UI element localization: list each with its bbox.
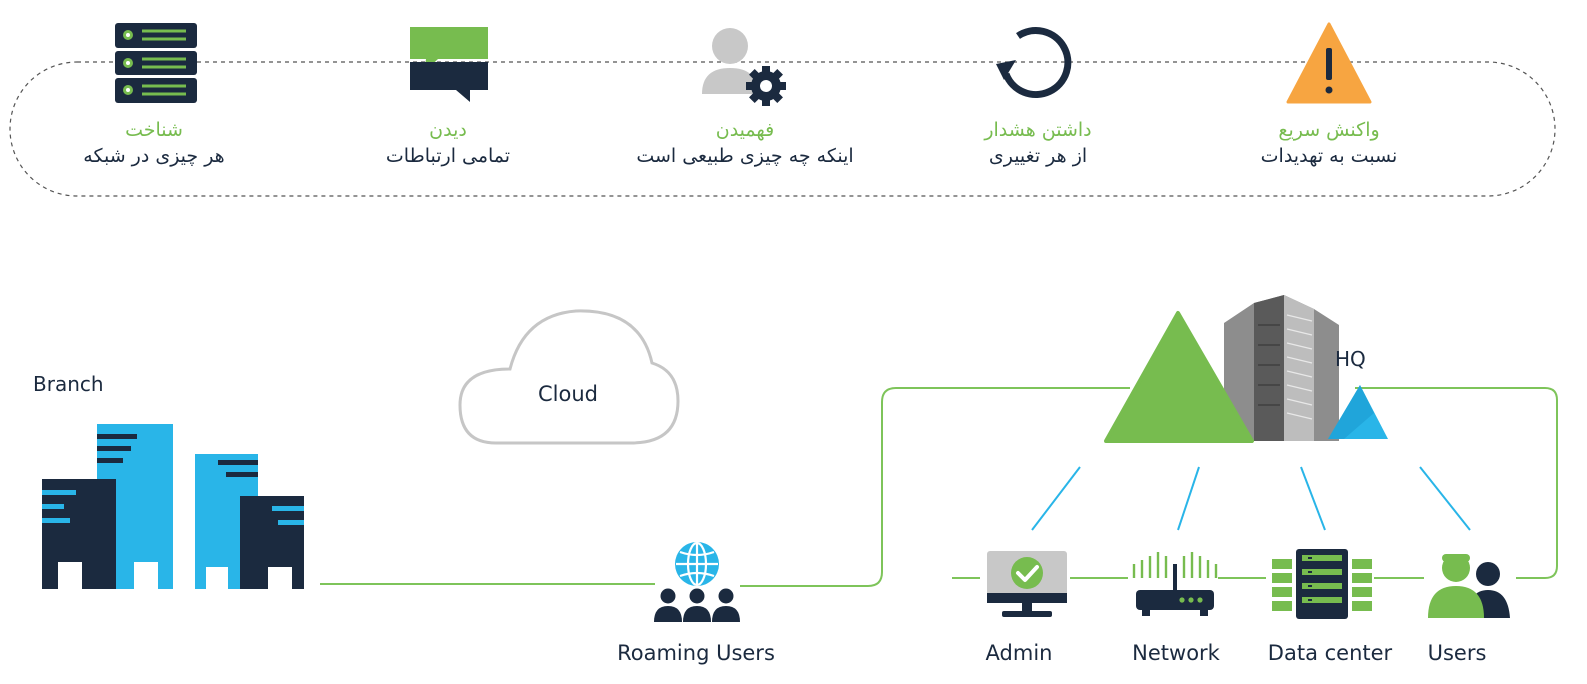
server-icon <box>115 23 197 103</box>
roaming-users-label: Roaming Users <box>617 641 775 665</box>
router-icon <box>1132 552 1218 616</box>
feature-title: داشتن هشدار <box>984 119 1092 141</box>
feature-subtitle: هر چیزی در شبکه <box>83 145 225 167</box>
feature-title: واکنش سریع <box>1278 119 1380 141</box>
cloud-icon <box>458 309 680 445</box>
users-icon <box>1428 554 1510 618</box>
globe-icon <box>675 541 719 587</box>
roaming-to-hq-line <box>740 387 1130 587</box>
hq-spokes <box>1031 466 1471 531</box>
feature-subtitle: نسبت به تهدیدات <box>1260 145 1398 167</box>
node-label: Network <box>1132 641 1220 665</box>
feature-item: داشتن هشدار از هر تغییری <box>918 118 1158 170</box>
feature-item: فهمیدن اینکه چه چیزی طبیعی است <box>615 118 875 170</box>
hq-building-icon <box>1104 295 1388 443</box>
feature-item: شناخت هر چیزی در شبکه <box>34 118 274 170</box>
node-label: Data center <box>1267 641 1393 665</box>
refresh-icon <box>996 27 1072 99</box>
feature-subtitle: اینکه چه چیزی طبیعی است <box>636 145 854 167</box>
chat-icon <box>410 27 488 102</box>
user-gear-icon <box>702 28 786 106</box>
datacenter-icon <box>1272 549 1372 619</box>
feature-dashed-outline <box>9 61 1556 197</box>
feature-title: دیدن <box>429 119 467 141</box>
feature-subtitle: تمامی ارتباطات <box>385 145 511 167</box>
admin-monitor-icon <box>987 551 1067 617</box>
node-label: Users <box>1427 641 1487 665</box>
hq-label: HQ <box>1335 347 1366 371</box>
hq-to-users-line <box>1355 387 1558 579</box>
cloud-label: Cloud <box>538 382 598 406</box>
branch-label: Branch <box>33 372 104 396</box>
feature-item: دیدن تمامی ارتباطات <box>328 118 568 170</box>
feature-title: فهمیدن <box>715 119 775 141</box>
node-label: Admin <box>985 641 1053 665</box>
branch-buildings-icon <box>42 424 304 589</box>
feature-item: واکنش سریع نسبت به تهدیدات <box>1209 118 1449 170</box>
roaming-users-icon <box>654 541 740 622</box>
warning-icon <box>1286 22 1372 104</box>
feature-title: شناخت <box>125 119 183 141</box>
feature-subtitle: از هر تغییری <box>988 145 1088 167</box>
